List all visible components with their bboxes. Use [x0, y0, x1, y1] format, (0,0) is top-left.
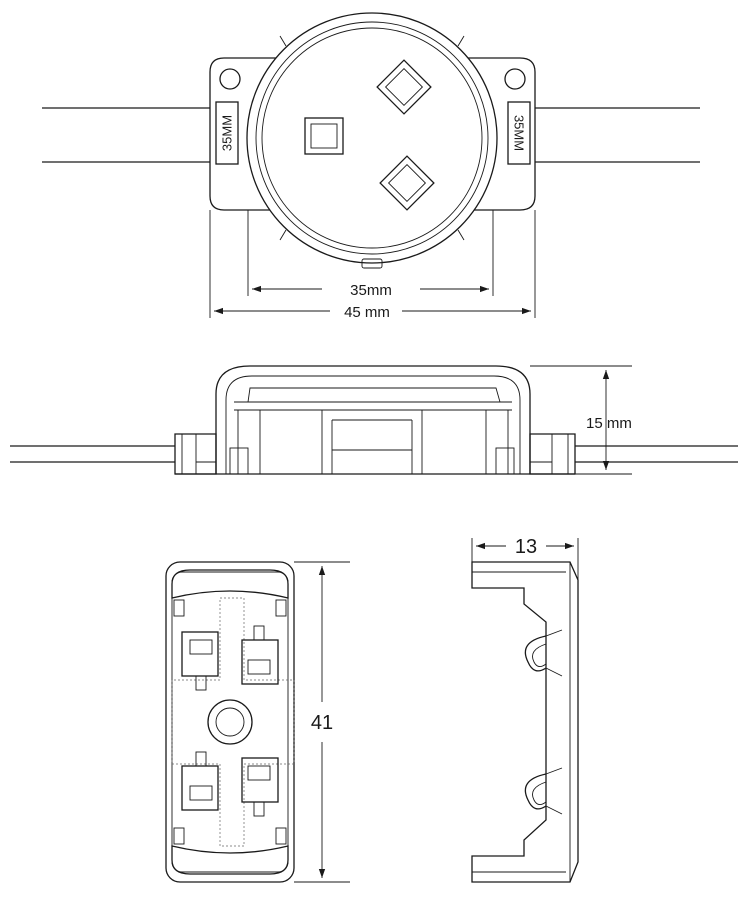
cable-label-right-box: [507, 101, 531, 165]
dimension-35mm: 35mm: [247, 210, 494, 299]
top-view: 35MM 35MM: [42, 12, 700, 321]
corner-notches: [173, 599, 287, 845]
cable-lines-side: [10, 445, 738, 463]
internal-cross-outline: [171, 597, 295, 847]
led-chip-left: [304, 117, 344, 155]
cable-label-left: 35MM: [220, 115, 235, 151]
mounting-flange: [209, 57, 536, 211]
side-view: 15 mm: [10, 365, 738, 475]
contact-top-right: [241, 625, 279, 685]
spring-clip-bottom: [524, 767, 563, 815]
profile-view: 13: [471, 536, 579, 883]
led-chip-bottom: [379, 155, 435, 211]
base-outline: [165, 561, 295, 883]
cable-lines-top: [42, 107, 700, 163]
lens-housing-ring: [255, 21, 489, 255]
end-cap-bottom: [171, 845, 289, 875]
cable-label-left-box: [215, 101, 239, 165]
cable-gland-left: [174, 433, 249, 475]
dim-label-45mm: 45 mm: [344, 304, 390, 321]
dim-label-13: 13: [515, 536, 537, 558]
dim-label-15mm: 15 mm: [586, 415, 632, 432]
dim-label-35mm: 35mm: [350, 282, 392, 299]
contact-bottom-right: [241, 757, 279, 817]
profile-outline: [471, 561, 579, 883]
dome-profile: [215, 365, 531, 474]
housing-tabs: [279, 35, 465, 269]
dimension-41: 41: [294, 561, 350, 883]
center-boss-inner: [215, 707, 245, 737]
mounting-hole-left: [219, 68, 241, 90]
dim-label-41: 41: [311, 712, 333, 734]
contact-bottom-left: [181, 751, 219, 811]
cable-label-right: 35MM: [512, 115, 527, 151]
center-boss-outer: [207, 699, 253, 745]
mounting-hole-right: [504, 68, 526, 90]
bottom-view: 41: [165, 561, 350, 883]
lens-housing-inner: [261, 27, 483, 249]
contact-top-left: [181, 631, 219, 691]
dimension-13: 13: [471, 536, 579, 580]
end-cap-top: [171, 569, 289, 599]
spring-clip-top: [524, 629, 563, 677]
led-chip-top: [376, 59, 432, 115]
dimension-45mm: 45 mm: [209, 210, 536, 321]
inner-posts: [237, 409, 509, 475]
lens-housing-outer: [246, 12, 498, 264]
dimension-15mm: 15 mm: [530, 365, 632, 475]
